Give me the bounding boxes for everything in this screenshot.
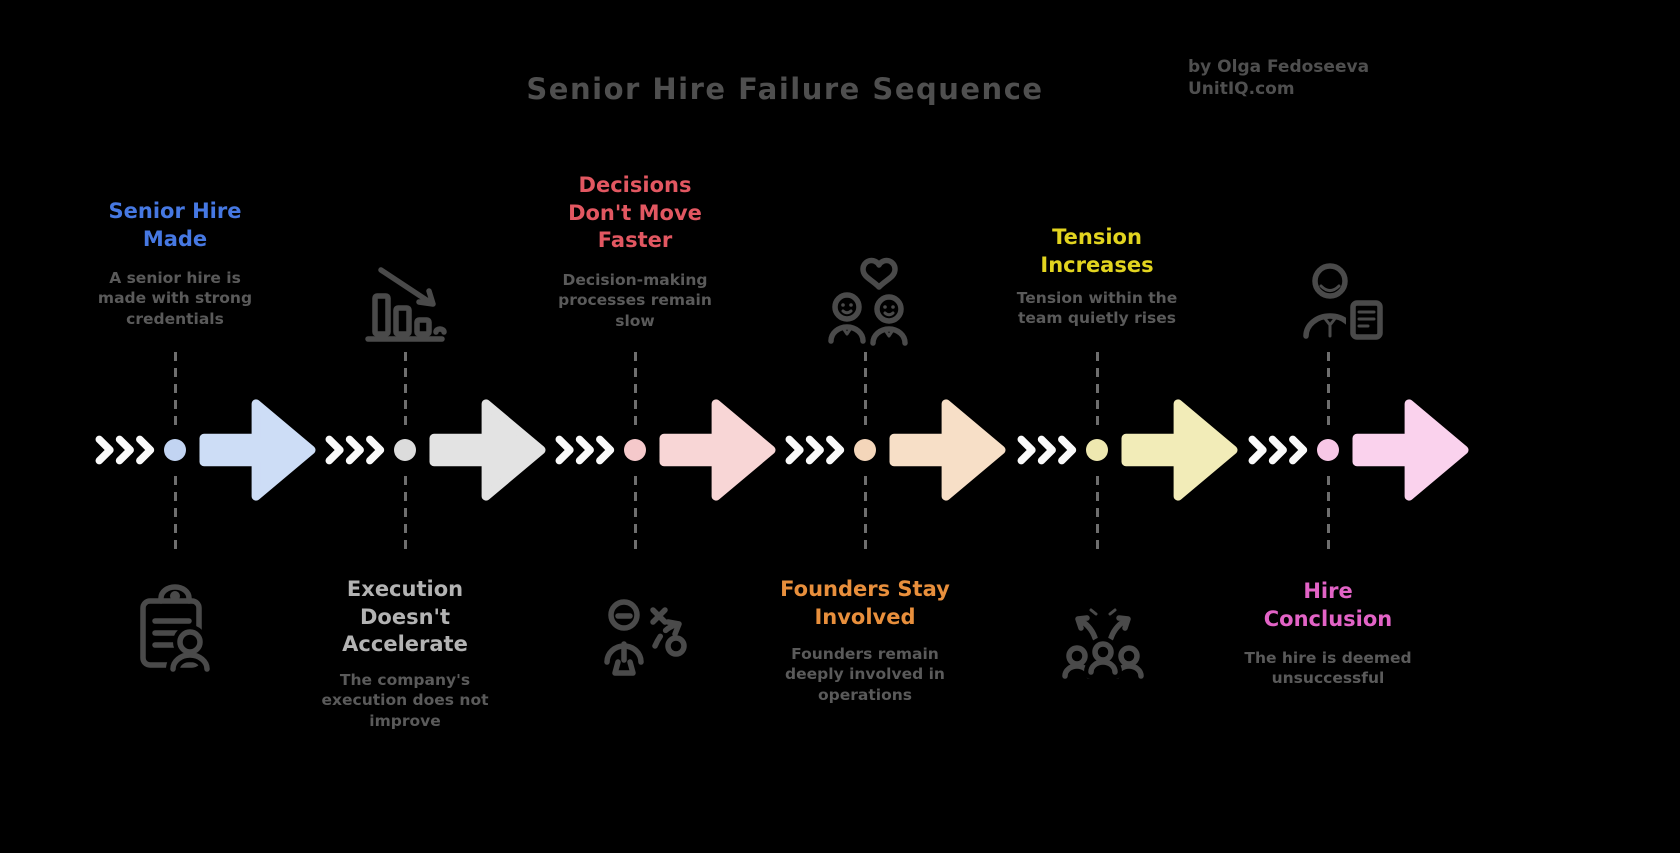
dashed-connector [633, 476, 637, 556]
timeline-dot [394, 439, 416, 461]
dashed-connector [1095, 352, 1099, 426]
chevrons-icon [1017, 435, 1077, 465]
timeline-dot [1086, 439, 1108, 461]
dashed-connector [1326, 476, 1330, 556]
step-title: Execution Doesn't Accelerate [342, 577, 468, 657]
declining-chart-icon [365, 267, 447, 342]
dashed-connector [1326, 352, 1330, 426]
arrow-icon [1352, 399, 1469, 501]
dashed-connector [863, 476, 867, 556]
step-description: The hire is deemed unsuccessful [1244, 649, 1412, 688]
timeline-dot [624, 439, 646, 461]
step-title: Tension Increases [1040, 225, 1154, 277]
step-tension-increases: Tension Increases Tension within the tea… [979, 0, 1238, 853]
arrow-icon [1121, 399, 1238, 501]
step-description: A senior hire is made with strong creden… [97, 269, 253, 328]
arrow-icon [889, 399, 1006, 501]
byline: by Olga Fedoseeva UnitIQ.com [1188, 56, 1369, 100]
timeline-dot [1317, 439, 1339, 461]
dashed-connector [403, 352, 407, 426]
page-title: Senior Hire Failure Sequence [526, 72, 1044, 106]
arrow-icon [659, 399, 776, 501]
step-founders-stay-involved: Founders Stay Involved Founders remain d… [747, 0, 1006, 853]
chevrons-icon [785, 435, 845, 465]
dashed-connector [173, 352, 177, 426]
step-description: Founders remain deeply involved in opera… [785, 645, 945, 704]
timeline-dot [854, 439, 876, 461]
step-title: Hire Conclusion [1263, 579, 1393, 631]
clipboard-person-icon [140, 584, 214, 676]
step-description: Decision-making processes remain slow [558, 271, 712, 330]
timeline-dot [164, 439, 186, 461]
team-arrows-icon [1062, 608, 1144, 679]
byline-author: by Olga Fedoseeva [1188, 57, 1370, 77]
people-heart-icon [828, 257, 908, 346]
dashed-connector [863, 352, 867, 426]
step-execution-doesnt-accelerate: Execution Doesn't Accelerate The company… [287, 0, 546, 853]
step-title: Founders Stay Involved [780, 577, 950, 629]
person-document-icon [1303, 263, 1387, 344]
byline-site: UnitIQ.com [1188, 79, 1295, 100]
person-strategy-icon [604, 599, 687, 676]
step-description: The company's execution does not improve [321, 671, 489, 730]
arrow-icon [199, 399, 316, 501]
chevrons-icon [1248, 435, 1308, 465]
chevrons-icon [325, 435, 385, 465]
step-hire-conclusion: Hire Conclusion The hire is deemed unsuc… [1210, 0, 1469, 853]
dashed-connector [1095, 476, 1099, 556]
arrow-icon [429, 399, 546, 501]
dashed-connector [173, 476, 177, 556]
step-title: Senior Hire Made [108, 199, 242, 251]
step-title: Decisions Don't Move Faster [568, 173, 702, 253]
chevrons-icon [555, 435, 615, 465]
dashed-connector [403, 476, 407, 556]
chevrons-icon [95, 435, 155, 465]
step-description: Tension within the team quietly rises [1016, 289, 1178, 328]
step-decisions-dont-move-faster: Decisions Don't Move Faster Decision-mak… [517, 0, 776, 853]
dashed-connector [633, 352, 637, 426]
step-senior-hire-made: Senior Hire Made A senior hire is made w… [57, 0, 316, 853]
